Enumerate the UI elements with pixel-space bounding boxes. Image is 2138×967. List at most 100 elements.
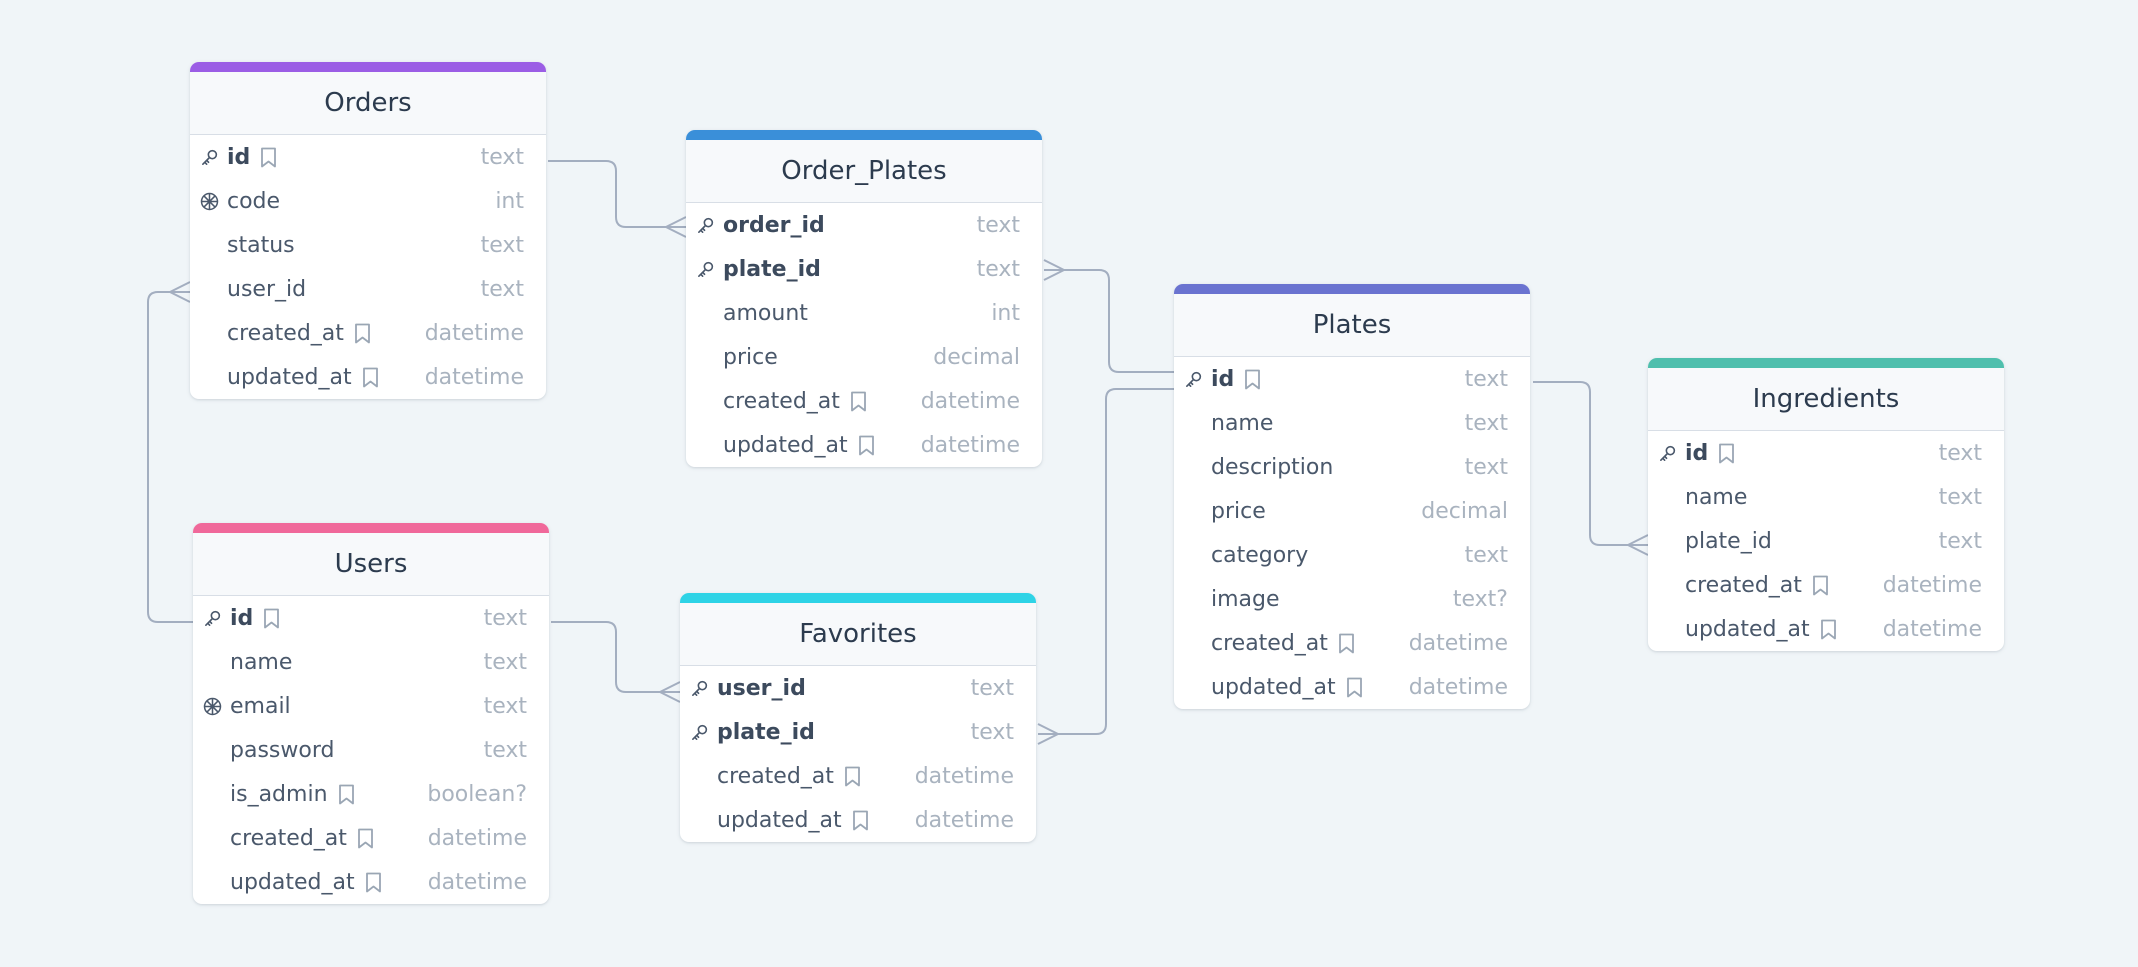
- column-name: created_at: [1685, 572, 1802, 598]
- column-type: text: [970, 719, 1014, 745]
- column-name: image: [1211, 586, 1280, 612]
- column-name: price: [1211, 498, 1266, 524]
- column-type: text: [1938, 528, 1982, 554]
- column-name: category: [1211, 542, 1309, 568]
- column-name: updated_at: [1685, 616, 1810, 642]
- column-name: updated_at: [227, 364, 352, 390]
- column-type: text: [483, 737, 527, 763]
- note-icon[interactable]: [1346, 677, 1363, 698]
- note-icon[interactable]: [354, 323, 371, 344]
- column-type: text?: [1452, 586, 1508, 612]
- note-icon[interactable]: [1812, 575, 1829, 596]
- column-type: decimal: [933, 344, 1020, 370]
- column-name: amount: [723, 300, 808, 326]
- key-icon: [696, 260, 715, 279]
- relation-orders-order-plates: [548, 160, 687, 238]
- column-name: email: [230, 693, 291, 719]
- table-accent-bar: [1648, 358, 2004, 368]
- table-title[interactable]: Ingredients: [1648, 368, 2004, 431]
- note-icon[interactable]: [858, 435, 875, 456]
- column-name: is_admin: [230, 781, 328, 807]
- column-name: id: [230, 605, 254, 631]
- column-name: name: [1211, 410, 1274, 436]
- table-title[interactable]: Favorites: [680, 603, 1036, 666]
- column-name: id: [1211, 366, 1235, 392]
- column-type: text: [480, 232, 524, 258]
- note-icon[interactable]: [850, 391, 867, 412]
- note-icon[interactable]: [260, 147, 277, 168]
- note-icon[interactable]: [357, 828, 374, 849]
- note-icon[interactable]: [844, 766, 861, 787]
- note-icon[interactable]: [1244, 369, 1261, 390]
- note-icon[interactable]: [1718, 443, 1735, 464]
- note-icon[interactable]: [1338, 633, 1355, 654]
- note-icon[interactable]: [338, 784, 355, 805]
- table-title[interactable]: Orders: [190, 72, 546, 135]
- note-icon[interactable]: [365, 872, 382, 893]
- column-type: text: [1464, 454, 1508, 480]
- column-type: datetime: [1408, 630, 1508, 656]
- column-name: created_at: [717, 763, 834, 789]
- column-type: datetime: [1882, 572, 1982, 598]
- column-type: text: [483, 693, 527, 719]
- table-title[interactable]: Order_Plates: [686, 140, 1042, 203]
- table-accent-bar: [193, 523, 549, 533]
- note-icon[interactable]: [1820, 619, 1837, 640]
- note-icon[interactable]: [852, 810, 869, 831]
- column-type: datetime: [920, 388, 1020, 414]
- column-row[interactable]: image text?: [1174, 577, 1530, 621]
- column-row[interactable]: email text: [193, 684, 549, 728]
- column-type: int: [991, 300, 1020, 326]
- column-type: text: [1464, 410, 1508, 436]
- table-title[interactable]: Plates: [1174, 294, 1530, 357]
- column-row[interactable]: created_at datetime: [1648, 563, 2004, 607]
- column-row[interactable]: name text: [1174, 401, 1530, 445]
- column-name: created_at: [230, 825, 347, 851]
- column-type: datetime: [427, 825, 527, 851]
- column-row[interactable]: amount int: [686, 291, 1042, 335]
- note-icon[interactable]: [263, 608, 280, 629]
- key-icon: [696, 216, 715, 235]
- table-title[interactable]: Users: [193, 533, 549, 596]
- note-icon[interactable]: [362, 367, 379, 388]
- column-row[interactable]: created_at datetime: [193, 816, 549, 860]
- column-type: text: [480, 144, 524, 170]
- table-accent-bar: [680, 593, 1036, 603]
